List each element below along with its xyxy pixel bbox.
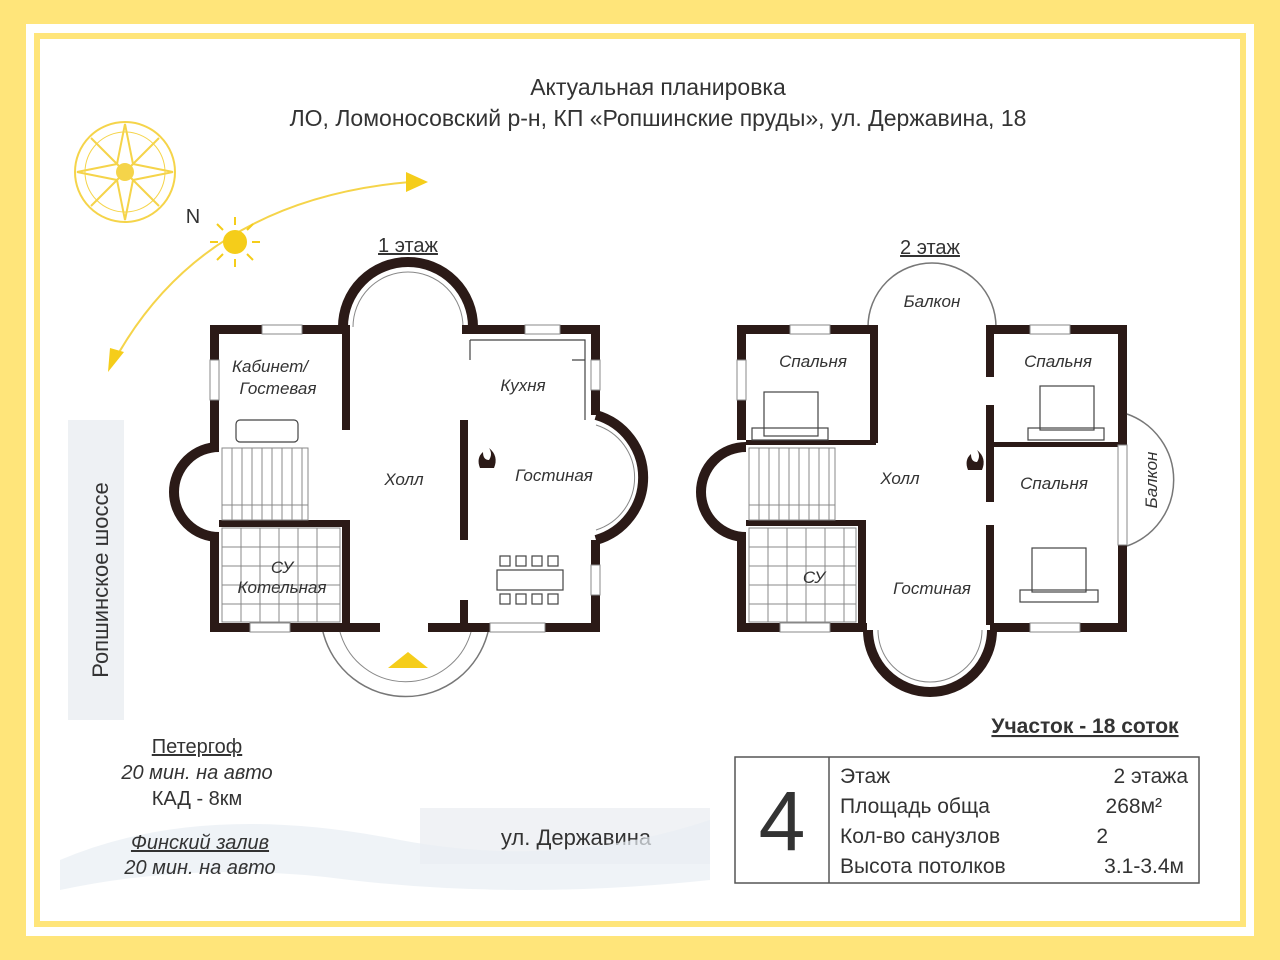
f1-bath-label-2: Котельная [238,578,327,597]
f2-bedroom2-label: Спальня [1024,352,1092,371]
page-title: Актуальная планировка [530,74,786,100]
peterhof-name: Петергоф [152,736,242,758]
dining-table-icon [496,555,564,605]
sofa-icon [235,419,299,443]
f2-bedroom1-label: Спальня [779,352,847,371]
f2-living-label: Гостиная [893,579,971,598]
floor1-plan: 1 этаж [169,235,649,698]
f1-office-label-1: Кабинет/ [232,357,310,376]
kad-distance: КАД - 8км [152,788,243,810]
road-left-shade [68,420,124,720]
f1-kitchen-label: Кухня [500,376,545,395]
fireplace-icon [478,448,496,468]
road-left-label: Ропшинское шоссе [88,482,113,678]
spec-value-3: 3.1-3.4м [1104,855,1184,878]
gulf-name: Финский залив [131,832,269,854]
inner-border [34,33,1246,927]
floor2-title: 2 этаж [900,237,961,259]
entrance-marker-icon [388,652,428,668]
f1-living-label: Гостиная [515,466,593,485]
f1-hall-label: Холл [383,470,424,489]
sun-path-arrow-end [406,172,428,192]
floor2-plan: 2 этаж [696,237,1175,697]
spec-value-2: 2 [1096,825,1108,848]
spec-number: 4 [759,774,806,868]
f1-bath-label-1: СУ [271,558,295,577]
kitchen-counter [469,339,586,420]
sun-icon [210,217,260,267]
spec-value-1: 268м² [1106,795,1162,818]
sun-path-arrow-start [108,348,124,372]
plot-size: Участок - 18 соток [991,715,1179,738]
water-shade [60,820,710,890]
f2-bath-label: СУ [803,568,827,587]
f2-balcony-top-label: Балкон [904,292,961,311]
bed-icon-1 [751,391,829,441]
floor1-top-bay [338,257,478,328]
f2-balcony-right-label: Балкон [1142,451,1161,508]
spec-table: 4 Этаж 2 этажа Площадь общa 268м² Кол-во… [734,756,1200,884]
fireplace-icon-2 [966,450,984,470]
spec-label-3: Высота потолков [840,855,1006,878]
north-label: N [186,206,200,228]
bed-icon-3 [1019,547,1099,603]
spec-label-2: Кол-во санузлов [840,825,1000,848]
spec-value-0: 2 этажа [1113,765,1188,788]
compass-rose-icon [74,121,176,223]
spec-label-0: Этаж [840,765,890,788]
gulf-time: 20 мин. на авто [123,857,275,879]
spec-label-1: Площадь общa [840,795,990,818]
peterhof-time: 20 мин. на авто [120,762,272,784]
address: ЛО, Ломоносовский р-н, КП «Ропшинские пр… [290,105,1027,131]
f2-bedroom3-label: Спальня [1020,474,1088,493]
f1-office-label-2: Гостевая [240,379,317,398]
bed-icon-2 [1027,385,1105,441]
floor1-title: 1 этаж [378,235,439,257]
f2-hall-label: Холл [879,469,920,488]
